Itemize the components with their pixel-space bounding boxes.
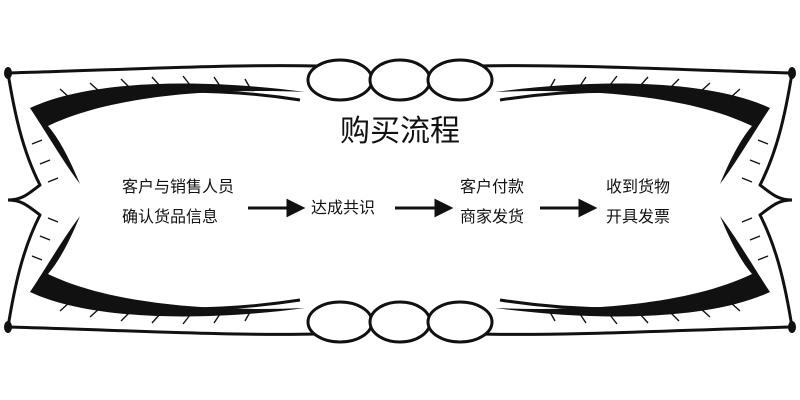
step-4-line-1: 收到货物	[606, 177, 671, 196]
step-3-line-2: 商家发货	[460, 207, 525, 226]
step-2-line-1: 达成共识	[311, 198, 376, 217]
step-confirm-goods: 客户与销售人员 确认货品信息	[122, 176, 234, 228]
step-receive-invoice: 收到货物 开具发票	[606, 176, 670, 228]
diagram-title: 购买流程	[340, 114, 460, 149]
step-4-line-2: 开具发票	[606, 207, 671, 226]
flow-arrows	[248, 198, 598, 218]
arrow-1	[248, 198, 306, 218]
arrow-2	[395, 198, 454, 218]
step-reach-agreement: 达成共识	[311, 197, 375, 219]
step-3-line-1: 客户付款	[460, 177, 525, 196]
step-payment-shipping: 客户付款 商家发货	[460, 176, 524, 228]
step-1-line-2: 确认货品信息	[122, 207, 219, 226]
step-1-line-1: 客户与销售人员	[122, 177, 235, 196]
arrow-3	[540, 198, 598, 218]
